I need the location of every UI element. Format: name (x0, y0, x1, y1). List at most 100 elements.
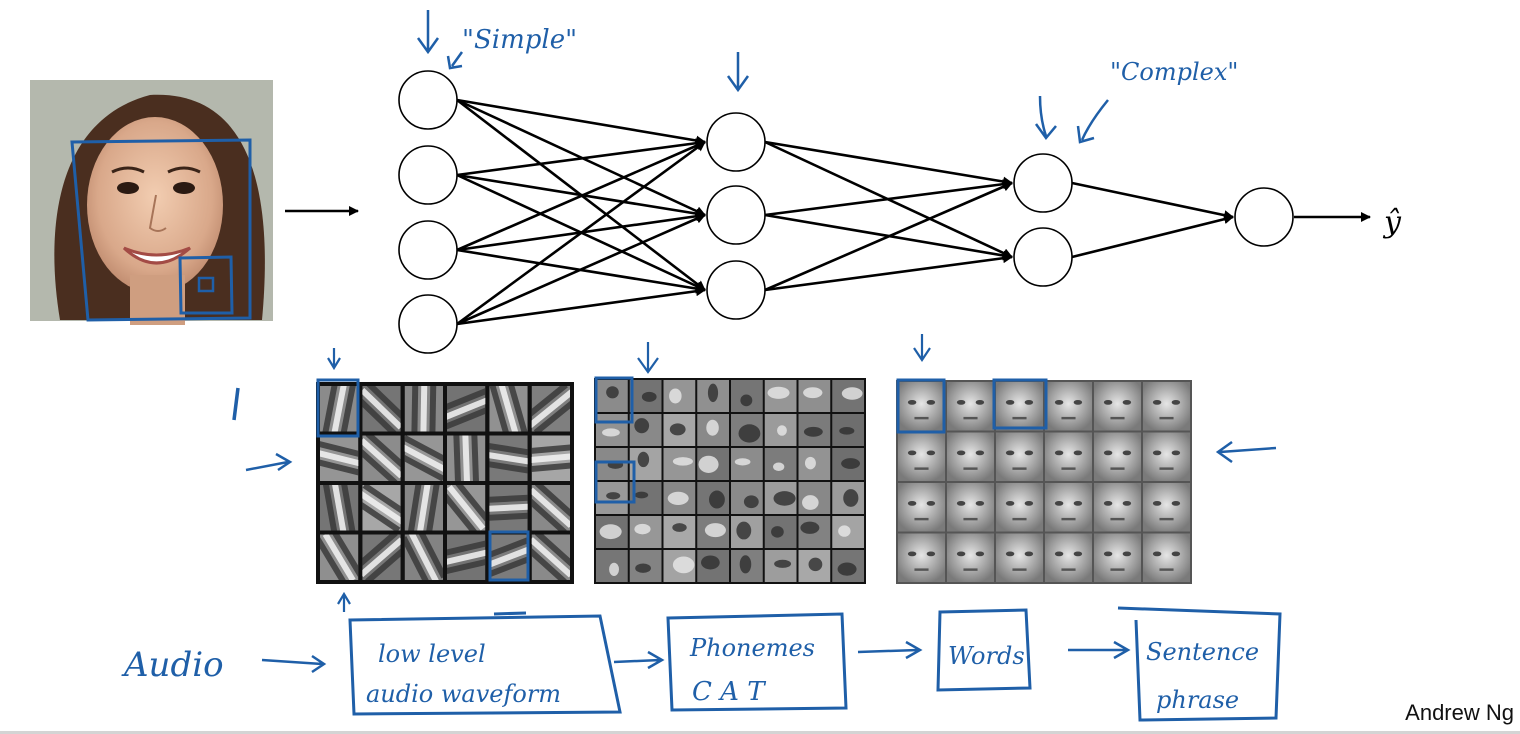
node-layer1-3 (398, 220, 458, 280)
grid-edges-tile (320, 534, 359, 580)
grid-faces-tile (898, 382, 945, 431)
network-nodes (398, 70, 1294, 354)
grid-faces-tile (1094, 483, 1141, 532)
grid-parts-tile (798, 550, 831, 582)
grid-edges-tile (489, 534, 528, 580)
grid-parts-tile (697, 448, 729, 480)
grid-edges-tile (447, 386, 486, 432)
edge-1-0-0 (764, 140, 1013, 187)
author-credit: Andrew Ng (1405, 700, 1514, 725)
feature-grid-edges (316, 382, 574, 584)
grid-edges-tile (404, 485, 443, 531)
grid-parts-tile (629, 380, 662, 412)
grid-annotations (232, 334, 1277, 612)
edge-1-2-1 (764, 253, 1013, 292)
grid-parts-tile (663, 550, 696, 582)
network-edges (456, 98, 1234, 326)
grid-faces-tile (947, 533, 994, 582)
node-layer2-2 (706, 185, 766, 245)
node-layer3-2 (1013, 227, 1073, 287)
grid-parts-tile (663, 414, 696, 446)
grid-parts-tile (798, 448, 831, 480)
grid-edges-tile (320, 435, 359, 481)
grid-faces-tile (1094, 382, 1141, 431)
arrow-left-icon (1215, 440, 1277, 464)
pipeline-stage-1 (348, 614, 622, 716)
stage-4-line2: phrase (1156, 686, 1239, 714)
grid-parts-tile (663, 482, 696, 514)
arrow-right-icon (1068, 640, 1131, 660)
grid-parts-tile (596, 380, 628, 412)
grid-parts-tile (798, 380, 831, 412)
stage-1-line1: low level (378, 640, 486, 668)
node-layer2-1 (706, 112, 766, 172)
grid-parts-tile (731, 482, 763, 514)
grid-parts-tile (832, 516, 864, 548)
grid-parts-tile (663, 516, 696, 548)
grid-edges-tile (531, 534, 571, 580)
grid-parts-tile (697, 516, 729, 548)
grid-parts-tile (731, 380, 763, 412)
grid-edges-tile (489, 386, 528, 432)
label-complex: "Complex" (1110, 58, 1238, 86)
grid-edges-tile (447, 534, 486, 580)
grid-edges-tile (362, 485, 401, 531)
feature-grid-parts (594, 378, 866, 584)
grid-parts-tile (596, 516, 628, 548)
grid-parts-tile (697, 550, 729, 582)
grid-faces-tile (898, 483, 945, 532)
node-layer2-3 (706, 260, 766, 320)
input-face-photo (30, 80, 273, 325)
audio-pipeline: Audio low level audio waveform Phonemes … (121, 606, 1282, 722)
grid-faces-tile (1045, 533, 1092, 582)
grid-faces-tile (1045, 382, 1092, 431)
grid-parts-tile (764, 482, 797, 514)
grid-parts-tile (596, 482, 628, 514)
edge-0-3-2 (456, 286, 706, 326)
edge-0-3-0 (456, 140, 706, 326)
grid-parts-tile (697, 380, 729, 412)
network-annotations: "Simple" "Complex" (416, 10, 1238, 144)
pipeline-stage-2 (666, 612, 848, 712)
pipeline-stage-3 (936, 608, 1032, 692)
grid-parts-tile (764, 516, 797, 548)
grid-faces-tile (947, 483, 994, 532)
grid-parts-background (594, 378, 866, 584)
grid-faces-tile (1143, 483, 1190, 532)
grid-parts-tile (731, 516, 763, 548)
grid-parts-tile (663, 380, 696, 412)
arrow-down-icon (637, 342, 659, 374)
grid-parts-tile (764, 448, 797, 480)
edge-0-1-0 (456, 138, 706, 177)
node-layer4-1 (1234, 187, 1294, 247)
arrow-up-icon (337, 591, 351, 612)
grid-faces-tile (1143, 533, 1190, 582)
edge-0-3-1 (456, 213, 706, 326)
grid-parts-tile (596, 414, 628, 446)
node-layer1-2 (398, 145, 458, 205)
edge-2-0-0 (1071, 181, 1234, 221)
stage-4-line1: Sentence (1146, 638, 1259, 666)
grid-parts-tile (663, 448, 696, 480)
grid-faces-tile (1143, 432, 1190, 481)
grid-edges-tile (320, 386, 359, 432)
grid-parts-tile (731, 550, 763, 582)
arrow-right-icon (245, 452, 293, 472)
grid-edges-tile (447, 435, 486, 481)
tick-mark-icon (232, 387, 240, 421)
grid-parts-tile (629, 414, 662, 446)
grid-parts-tile (798, 414, 831, 446)
grid-parts-tile (629, 516, 662, 548)
grid-faces-tile (898, 533, 945, 582)
grid-edges-tile (404, 435, 443, 481)
grid-faces-tile (1045, 483, 1092, 532)
grid-faces-tile (898, 432, 945, 481)
grid-faces-tile (1094, 533, 1141, 582)
grid-parts-tile (832, 380, 864, 412)
edge-0-2-0 (456, 140, 706, 252)
grid-edges-tile (489, 435, 528, 481)
grid-edges-tile (404, 386, 443, 432)
arrow-down-icon (1034, 95, 1057, 141)
node-layer3-1 (1013, 153, 1073, 213)
